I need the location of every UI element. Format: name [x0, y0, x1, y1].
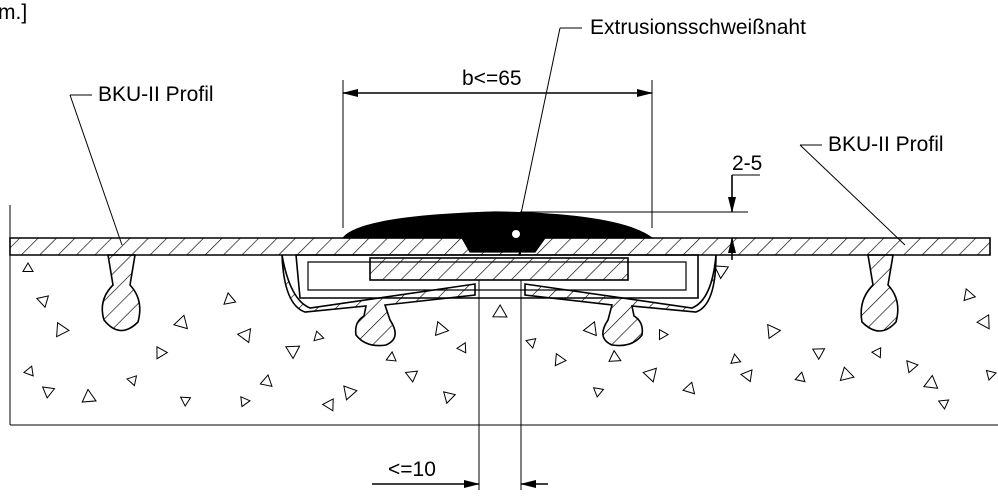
aggregate-mark: [156, 346, 169, 360]
aggregate-mark: [592, 387, 605, 398]
extrusion-weld-seam: [341, 211, 654, 253]
callout-profile-right-label: BKU-II Profil: [828, 133, 944, 156]
aggregate-mark: [976, 313, 990, 330]
aggregate-mark: [240, 395, 251, 408]
aggregate-mark: [608, 349, 622, 362]
aggregate-mark: [906, 360, 919, 374]
aggregate-mark: [767, 323, 782, 340]
aggregate-mark: [442, 391, 457, 405]
aggregate-mark: [870, 346, 882, 359]
profile-anchor-right-outer: [860, 254, 899, 332]
concrete-substrate: [9, 205, 998, 426]
aggregate-mark: [456, 341, 467, 354]
aggregate-mark: [658, 328, 670, 341]
aggregate-mark: [739, 369, 753, 383]
aggregate-mark: [794, 371, 806, 383]
aggregate-mark: [839, 366, 855, 382]
weld-marker-dot: [511, 229, 521, 239]
aggregate-mark: [937, 399, 950, 410]
callout-profile-right: BKU-II Profil: [799, 133, 944, 246]
aggregate-mark: [642, 367, 658, 383]
aggregate-mark: [922, 374, 939, 389]
aggregate-mark: [22, 365, 34, 377]
aggregate-mark: [179, 396, 192, 408]
aggregate-mark: [321, 398, 334, 412]
profile-anchor-left-outer: [101, 254, 141, 332]
aggregate-mark: [404, 370, 419, 383]
profile-strip-left: [9, 237, 521, 256]
aggregate-mark: [259, 373, 273, 387]
callout-profile-left: BKU-II Profil: [69, 83, 214, 246]
profile-channel-left: [281, 254, 476, 347]
aggregate-mark: [525, 337, 537, 350]
aggregate-mark: [985, 369, 997, 381]
dimension-weld-height: 2-5: [520, 152, 762, 260]
aggregate-mark: [582, 320, 597, 337]
aggregate-mark: [554, 352, 567, 367]
dimension-gap-width: <=10: [372, 458, 548, 488]
dimension-weld-width: b<=65: [342, 67, 653, 228]
aggregate-mark: [434, 320, 450, 337]
profile-strip-right: [519, 237, 991, 256]
aggregate-mark: [963, 287, 977, 302]
aggregate-mark: [35, 295, 50, 309]
aggregate-mark: [682, 381, 696, 395]
aggregate-mark: [811, 348, 826, 361]
aggregate-mark: [223, 291, 237, 305]
bku-profile-left: [9, 237, 521, 347]
aggregate-mark: [343, 385, 358, 401]
aggregate-mark: [385, 350, 397, 362]
aggregate-mark: [22, 262, 34, 272]
callout-weld-label: Extrusionsschweißnaht: [590, 16, 806, 39]
aggregate-mark: [236, 327, 252, 344]
callout-profile-left-label: BKU-II Profil: [98, 83, 214, 106]
aggregate-mark: [126, 375, 138, 387]
aggregate-mark: [172, 314, 189, 330]
aggregate-mark: [713, 265, 730, 280]
header-fragment: m.]: [0, 1, 27, 24]
aggregate-mark: [492, 304, 508, 318]
aggregate-mark: [313, 330, 325, 342]
dimension-weld-width-label: b<=65: [462, 67, 522, 90]
concrete-aggregate-marks: [22, 262, 997, 412]
profile-channel-right: [524, 254, 717, 347]
callout-weld: Extrusionsschweißnaht: [517, 16, 806, 229]
carrier-profile: [295, 254, 699, 299]
dimension-gap-width-label: <=10: [388, 458, 436, 481]
welding-strip: [369, 257, 629, 281]
aggregate-mark: [730, 353, 742, 365]
aggregate-mark: [56, 321, 70, 338]
bku-profile-right: [519, 237, 991, 347]
aggregate-mark: [81, 388, 97, 403]
aggregate-mark: [284, 345, 301, 360]
dimension-weld-height-label: 2-5: [732, 152, 762, 175]
aggregate-mark: [41, 386, 56, 399]
